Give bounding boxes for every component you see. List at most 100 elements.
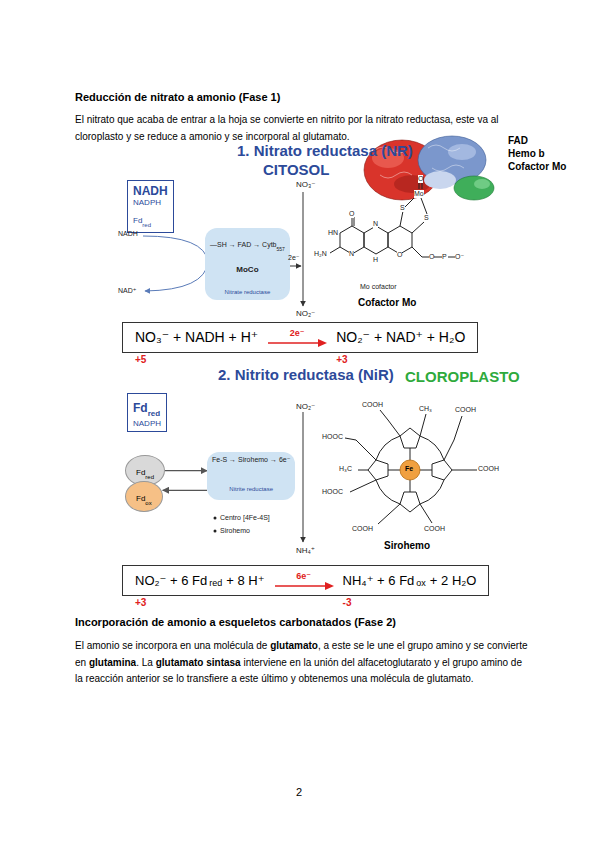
- node-text: Nitrite reductase: [212, 486, 290, 493]
- node-text: NADPH: [133, 198, 168, 208]
- paragraph-run: . La: [136, 657, 153, 668]
- compartment-label: CITOSOL: [263, 161, 329, 178]
- structure-title: Cofactor Mo: [358, 297, 416, 309]
- node-text: Fd: [133, 216, 142, 225]
- node-text: + 8 H⁺: [226, 573, 264, 589]
- section-heading: Reducción de nitrato a amonio (Fase 1): [75, 91, 280, 104]
- electron-count: 6e⁻: [273, 571, 335, 590]
- group-label: COOH: [424, 525, 445, 533]
- figure-title: 2. Nitrito reductasa (NiR): [218, 366, 394, 383]
- atom-label: P: [442, 253, 447, 261]
- page-number: 2: [296, 786, 302, 799]
- node-text: NO₃⁻ + NADH + H⁺: [135, 329, 258, 346]
- node-text: Fd: [136, 468, 145, 477]
- node-text: Fd: [133, 401, 148, 415]
- paragraph: El nitrato que acaba de entrar a la hoja…: [75, 112, 530, 145]
- atom-label: N: [373, 220, 378, 228]
- electron-flow-arrow: [143, 236, 208, 291]
- ion-label: NO₃⁻: [296, 180, 315, 189]
- paragraph: El amonio se incorpora en una molécula d…: [75, 638, 530, 688]
- section-heading: Incorporación de amonio a esqueletos car…: [75, 616, 396, 629]
- reaction-arrow: [273, 582, 335, 590]
- node-text: —SH → FAD → Cytb: [210, 241, 277, 248]
- enzyme-shape: Fe-S → Sirohemo → 6e⁻ Nitrite reductase: [207, 452, 295, 500]
- group-label: COOH: [478, 465, 499, 473]
- subscript: red: [148, 409, 160, 418]
- ion-label: NH₄⁺: [296, 546, 315, 555]
- bold-term: glutamina: [89, 657, 136, 668]
- atom-label: S: [400, 204, 405, 212]
- figure-title: 1. Nitrato reductasa (NR): [237, 142, 413, 159]
- electron-count: 2e⁻: [266, 328, 328, 347]
- reaction-arrow: [303, 192, 304, 306]
- bullet: [214, 530, 217, 533]
- atom-label: H: [373, 256, 378, 264]
- mo-cofactor-structure: [330, 182, 455, 257]
- atom-label: Fe: [405, 465, 413, 473]
- bold-term: glutamato: [270, 640, 318, 651]
- reaction-arrow: [303, 412, 304, 542]
- cofactor-label: FAD: [508, 135, 528, 147]
- subscript: ox: [416, 578, 426, 589]
- iron-atom: [400, 460, 420, 480]
- node-text: Nitrate reductase: [210, 289, 285, 296]
- oxidation-state: +5: [135, 354, 146, 366]
- oxidation-state: -3: [343, 597, 352, 609]
- group-label: COOH: [352, 525, 373, 533]
- reductant-label: NADH: [118, 230, 138, 238]
- electron-label: 2e⁻: [288, 254, 299, 262]
- subscript: ox: [145, 500, 151, 506]
- atom-label: Mo: [414, 190, 424, 198]
- group-label: HOOC: [322, 488, 343, 496]
- paragraph-run: El amonio se incorpora en una molécula d…: [75, 640, 267, 651]
- node-text: NO₂⁻ + 6 Fd: [135, 573, 207, 589]
- ion-label: NO₂⁻: [296, 402, 315, 411]
- ion-label: NO₂⁻: [296, 309, 315, 318]
- oxidation-state: +3: [336, 354, 347, 366]
- node-text: NH₄⁺ + 6 Fd: [343, 573, 415, 589]
- node-text: NO₂⁻ + NAD⁺ + H₂O: [336, 329, 465, 346]
- structure-caption: Mo cofactor: [360, 283, 397, 291]
- electron-transfer-arrow: [163, 490, 207, 491]
- cofactor-label: Hemo b: [508, 148, 545, 160]
- cofactor-donor-box: FdredNADPH: [127, 393, 167, 432]
- node-text: NADH: [133, 184, 168, 198]
- equation-box: NO₂⁻ + 6 Fdred + 8 H⁺ 6e⁻ NH₄⁺ + 6 Fdox + 2 …: [122, 565, 489, 596]
- siroheme-structure: [345, 410, 477, 524]
- node-text: MoCo: [210, 265, 285, 275]
- bullet-text: Sirohemo: [220, 527, 250, 535]
- cofactor-donor-box: NADHNADPH Fdred: [127, 180, 174, 233]
- enzyme-shape: —SH → FAD → Cytb557MoCoNitrate reductase: [205, 228, 290, 300]
- bullet-text: Centro [4Fe-4S]: [220, 514, 270, 522]
- node-text: NADPH: [133, 419, 161, 429]
- subscript: red: [209, 578, 222, 589]
- atom-label: O: [349, 210, 354, 218]
- bold-term: glutamato sintasa: [156, 657, 241, 668]
- node-text: + 2 H₂O: [430, 573, 477, 589]
- bullet: [214, 517, 217, 520]
- atom-label: HN: [328, 229, 338, 237]
- atom-label: N: [349, 250, 354, 258]
- compartment-label: CLOROPLASTO: [405, 368, 520, 385]
- group-label: H₃C: [339, 465, 352, 473]
- group-label: CH₃: [419, 405, 432, 413]
- reaction-arrow: [266, 339, 328, 347]
- node-text: Fe-S → Sirohemo → 6e⁻: [212, 456, 290, 464]
- oxidation-state: +3: [135, 597, 146, 609]
- subscript: 557: [277, 246, 285, 252]
- group-label: COOH: [455, 406, 476, 414]
- electron-arrow: [290, 266, 301, 267]
- atom-label: O⁻: [455, 253, 464, 261]
- equation-box: NO₃⁻ + NADH + H⁺ 2e⁻ NO₂⁻ + NAD⁺ + H₂O: [122, 322, 478, 353]
- atom-label: O: [429, 253, 434, 261]
- atom-label: S: [424, 214, 429, 222]
- cofactor-label: Cofactor Mo: [508, 161, 566, 173]
- subscript: red: [142, 222, 151, 228]
- oxidant-label: NAD⁺: [118, 287, 136, 295]
- electron-transfer-arrow: [165, 470, 207, 471]
- structure-title: Sirohemo: [384, 540, 430, 552]
- ferredoxin-oxidized: Fdox: [125, 481, 163, 512]
- group-label: COOH: [362, 401, 383, 409]
